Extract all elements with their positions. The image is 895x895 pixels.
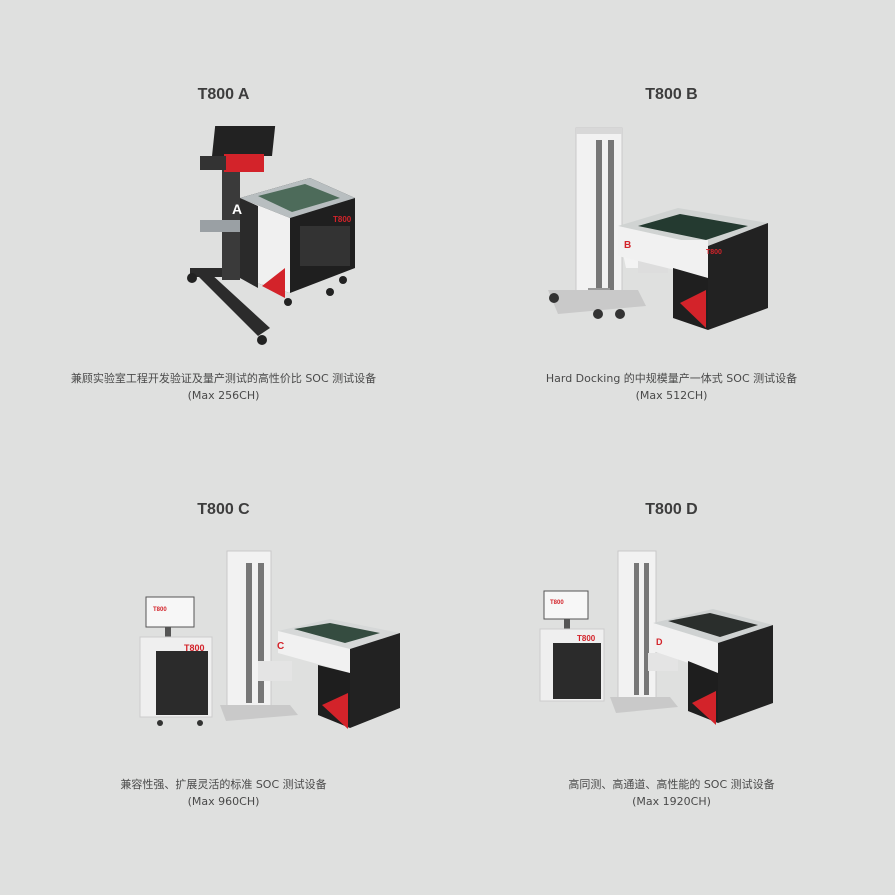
product-card-t800-d[interactable]: T800 D T800 T800 D 高同测、高通道、高性能的 SOC 测试设备… [448, 413, 895, 860]
product-image-t800-d: T800 T800 D [539, 550, 773, 725]
product-image-t800-c: T800 T800 C [139, 550, 400, 729]
badge-letter: A [232, 201, 242, 217]
product-card-t800-c[interactable]: T800 C T800 T800 C 兼容性强、扩展灵活的标准 SOC 测试设备… [0, 413, 447, 860]
description-text: 高同测、高通道、高性能的 SOC 测试设备 [568, 778, 775, 791]
product-image-t800-b: B T800 [548, 127, 768, 330]
product-description: 兼容性强、扩展灵活的标准 SOC 测试设备 (Max 960CH) [0, 776, 447, 810]
product-title: T800 D [645, 501, 698, 518]
product-description: Hard Docking 的中规模量产一体式 SOC 测试设备 (Max 512… [448, 370, 895, 404]
product-description: 高同测、高通道、高性能的 SOC 测试设备 (Max 1920CH) [448, 776, 895, 810]
badge-letter: B [624, 240, 631, 251]
brand-mark: T800 [577, 634, 596, 643]
product-title: T800 A [197, 86, 250, 103]
channel-spec: (Max 960CH) [187, 795, 260, 808]
brand-mark: T800 [184, 643, 205, 653]
channel-spec: (Max 256CH) [187, 389, 260, 402]
badge-letter: D [656, 637, 663, 647]
channel-spec: (Max 512CH) [635, 389, 708, 402]
description-text: 兼顾实验室工程开发验证及量产测试的高性价比 SOC 测试设备 [70, 372, 377, 385]
product-card-t800-a[interactable]: T800 A A T800 兼顾实验室工程开发验证及量产测试的高性价比 SOC … [0, 0, 447, 447]
product-card-t800-b[interactable]: T800 B B T800 Hard Docking 的中规模量产一体式 SOC… [448, 0, 895, 447]
brand-mark: T800 [333, 215, 352, 224]
product-image-t800-a: A T800 [187, 126, 355, 345]
channel-spec: (Max 1920CH) [632, 795, 711, 808]
brand-mark: T800 [706, 249, 722, 256]
product-title: T800 B [645, 86, 698, 103]
monitor-logo: T800 [153, 607, 167, 613]
description-text: 兼容性强、扩展灵活的标准 SOC 测试设备 [120, 778, 327, 791]
description-text: Hard Docking 的中规模量产一体式 SOC 测试设备 [545, 372, 798, 385]
monitor-logo: T800 [550, 600, 564, 606]
badge-letter: C [277, 641, 284, 652]
product-title: T800 C [197, 501, 250, 518]
product-description: 兼顾实验室工程开发验证及量产测试的高性价比 SOC 测试设备 (Max 256C… [0, 370, 447, 404]
